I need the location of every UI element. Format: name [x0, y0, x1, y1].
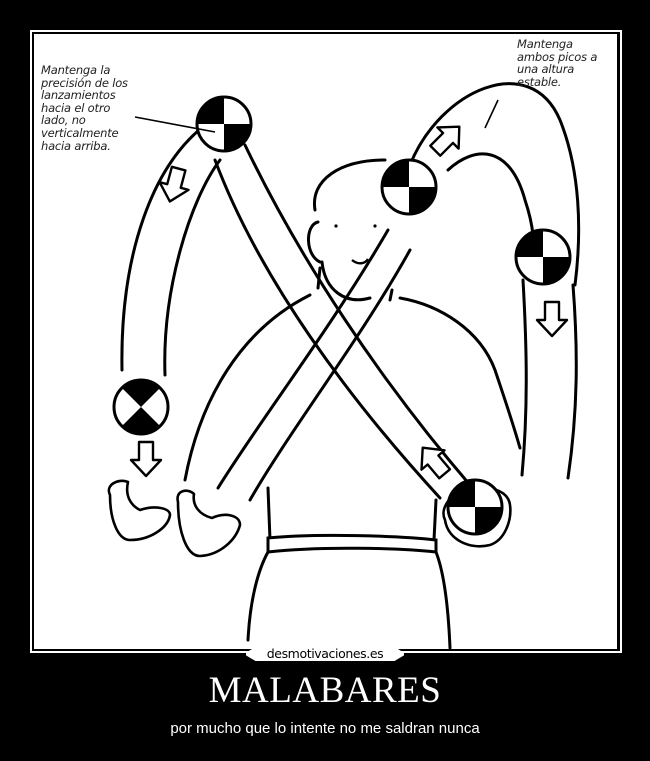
- watermark-text: desmotivaciones.es: [266, 646, 384, 661]
- instruction-note-right: Mantenga ambos picos a una altura establ…: [517, 37, 598, 89]
- poster-title: MALABARES: [208, 670, 442, 711]
- watermark-banner: [246, 647, 404, 661]
- instruction-note-left: Mantenga la precisión de los lanzamiento…: [41, 63, 128, 153]
- site-watermark: desmotivaciones.es: [246, 645, 404, 663]
- juggling-drawing: [107, 82, 581, 649]
- poster-subtitle: por mucho que lo intente no me saldran n…: [170, 720, 480, 737]
- juggling-illustration: Mantenga la precisión de los lanzamiento…: [34, 34, 617, 649]
